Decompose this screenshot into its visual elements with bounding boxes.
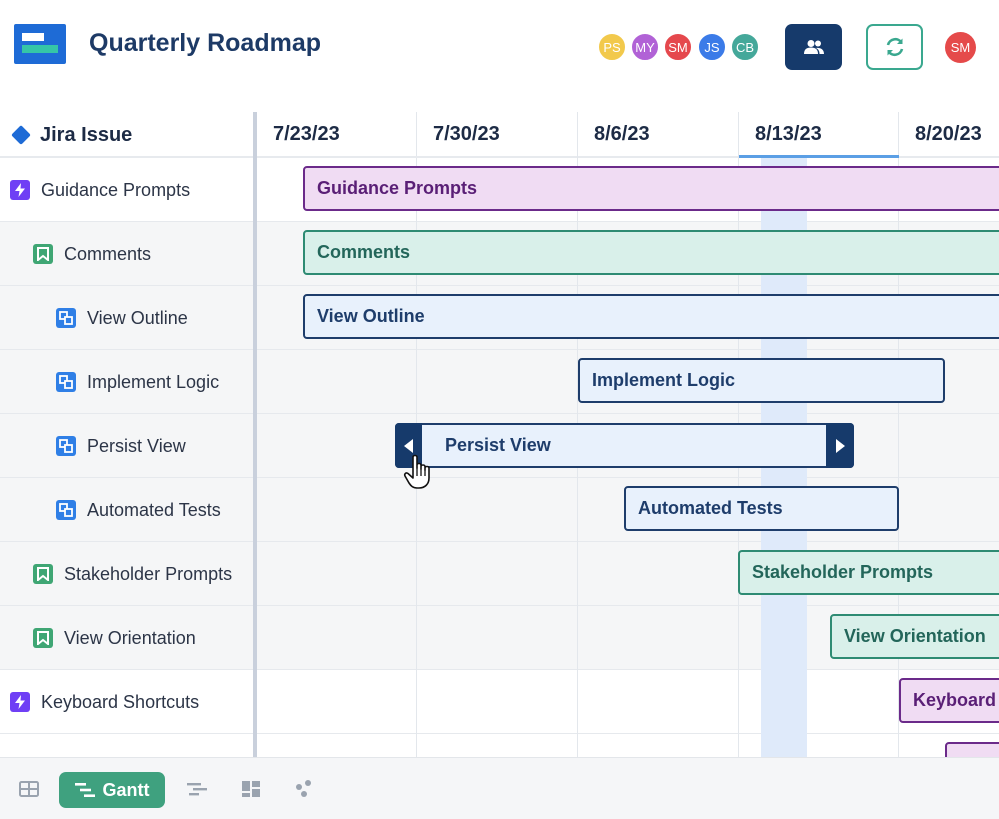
jira-diamond-icon (11, 125, 31, 145)
gantt-bar[interactable]: Comments (303, 230, 999, 275)
date-column-header[interactable]: 7/23/23 (257, 112, 417, 158)
subtask-icon (56, 436, 76, 456)
row-label[interactable]: Automated Tests (56, 478, 221, 542)
epic-lightning-icon (10, 180, 30, 200)
gantt-bar[interactable] (945, 742, 999, 757)
row-label[interactable]: Implement Logic (56, 350, 219, 414)
board-view-icon[interactable] (240, 778, 262, 800)
timeline-view-icon[interactable] (186, 778, 208, 800)
sync-button[interactable] (866, 24, 923, 70)
week-gridline (898, 112, 899, 757)
table-row[interactable] (0, 158, 999, 222)
gantt-bar[interactable]: Implement Logic (578, 358, 945, 403)
gantt-bar[interactable]: View Outline (303, 294, 999, 339)
story-bookmark-icon (33, 244, 53, 264)
row-label[interactable]: Stakeholder Prompts (33, 542, 232, 606)
gantt-bar[interactable]: View Orientation (830, 614, 999, 659)
row-label[interactable]: View Orientation (33, 606, 196, 670)
subtask-icon (56, 500, 76, 520)
date-column-header-current[interactable]: 8/13/23 (739, 112, 899, 158)
gantt-bar-label: Persist View (445, 435, 551, 455)
app-logo (14, 24, 66, 64)
table-row[interactable] (0, 734, 999, 757)
share-users-button[interactable] (785, 24, 842, 70)
resize-handle-right[interactable] (826, 423, 854, 468)
collaborator-avatar[interactable]: SM (663, 32, 693, 62)
hand-cursor-icon (403, 454, 430, 489)
issue-column-header[interactable]: Jira Issue (0, 112, 253, 158)
table-row[interactable] (0, 670, 999, 734)
grid-view-icon[interactable] (18, 778, 40, 800)
subtask-icon (56, 308, 76, 328)
collaborator-avatar[interactable]: PS (597, 32, 627, 62)
collaborator-avatar[interactable]: CB (730, 32, 760, 62)
gantt-icon (74, 783, 95, 797)
page-title: Quarterly Roadmap (89, 29, 322, 57)
date-column-header[interactable]: 8/6/23 (578, 112, 738, 158)
collaborator-avatar[interactable]: MY (630, 32, 660, 62)
app-header: Quarterly Roadmap PS MY SM JS CB SM (0, 0, 999, 92)
row-label[interactable]: View Outline (56, 286, 188, 350)
gantt-view-button[interactable]: Gantt (59, 772, 165, 808)
caret-right-icon (836, 438, 845, 453)
refresh-icon (886, 37, 903, 57)
row-label[interactable]: Guidance Prompts (10, 158, 190, 222)
date-column-header[interactable]: 8/20/23 (899, 112, 999, 158)
scatter-view-icon[interactable] (293, 778, 315, 800)
epic-lightning-icon (10, 692, 30, 712)
gantt-bar-selected[interactable] (395, 423, 854, 468)
view-switcher-toolbar: Gantt (0, 757, 999, 819)
row-label[interactable]: Comments (33, 222, 151, 286)
row-label[interactable]: Persist View (56, 414, 186, 478)
current-user-avatar[interactable]: SM (945, 32, 976, 63)
gantt-bar[interactable]: Stakeholder Prompts (738, 550, 999, 595)
gantt-bar[interactable]: Automated Tests (624, 486, 899, 531)
date-column-header[interactable]: 7/30/23 (417, 112, 577, 158)
story-bookmark-icon (33, 628, 53, 648)
story-bookmark-icon (33, 564, 53, 584)
collaborator-avatar[interactable]: JS (697, 32, 727, 62)
users-icon (803, 40, 824, 54)
caret-left-icon (403, 438, 413, 453)
column-resize-divider[interactable] (253, 112, 257, 757)
row-label[interactable]: Keyboard Shortcuts (10, 670, 199, 734)
subtask-icon (56, 372, 76, 392)
gantt-bar[interactable]: Keyboard S (899, 678, 999, 723)
gantt-bar[interactable]: Guidance Prompts (303, 166, 999, 211)
